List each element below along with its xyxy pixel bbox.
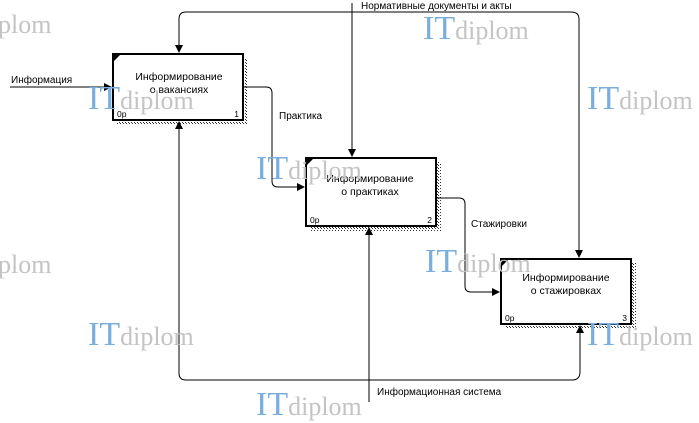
box-title-line1: Информирование [135,71,222,83]
control-branch-to-box3 [570,11,583,258]
activity-box-3[interactable]: Информирование о стажировках 0р 3 [500,258,636,329]
mechanism-branch-to-box3 [571,325,584,381]
idef0-diagram: Информирование о вакансиях 0р 1 Информир… [10,1,636,402]
box-frame [305,157,437,227]
output-label-2: Стажировки [471,219,527,230]
box-corner-mark [502,260,508,266]
control-branch-to-box1 [175,11,187,53]
input-arrow[interactable]: Информация [10,74,112,91]
input-label: Информация [11,74,72,86]
output-arrow-2[interactable]: Стажировки [436,197,527,296]
mechanism-label: Информационная система [377,386,502,398]
box-title-line2: о практиках [341,186,399,198]
box-title-line2: о вакансиях [150,84,209,96]
output-label-1: Практика [279,111,323,122]
box-number: 2 [427,215,432,225]
activity-box-1[interactable]: Информирование о вакансиях 0р 1 [112,53,248,125]
control-label: Нормативные документы и акты [361,1,512,12]
box-number: 3 [622,313,627,323]
box-title-line2: о стажировках [531,285,602,297]
box-cost: 0р [505,313,515,323]
box-cost: 0р [117,109,127,119]
output-arrow-1[interactable]: Практика [243,86,323,191]
output-arrow-1-line [243,86,305,191]
box-title-line1: Информирование [326,173,413,185]
box-corner-mark [114,55,120,61]
control-arrows[interactable]: Нормативные документы и акты [175,1,583,258]
box-number: 1 [234,109,239,119]
mechanism-arrows[interactable]: Информационная система [175,121,584,402]
box-title-line1: Информирование [522,272,609,284]
box-cost: 0р [310,215,320,225]
box-frame [500,258,632,325]
activity-box-2[interactable]: Информирование о практиках 0р 2 [305,157,441,231]
box-corner-mark [307,159,313,165]
mechanism-branch-to-box1 [175,121,187,381]
output-arrow-2-line [436,197,500,296]
box-frame [112,53,244,121]
